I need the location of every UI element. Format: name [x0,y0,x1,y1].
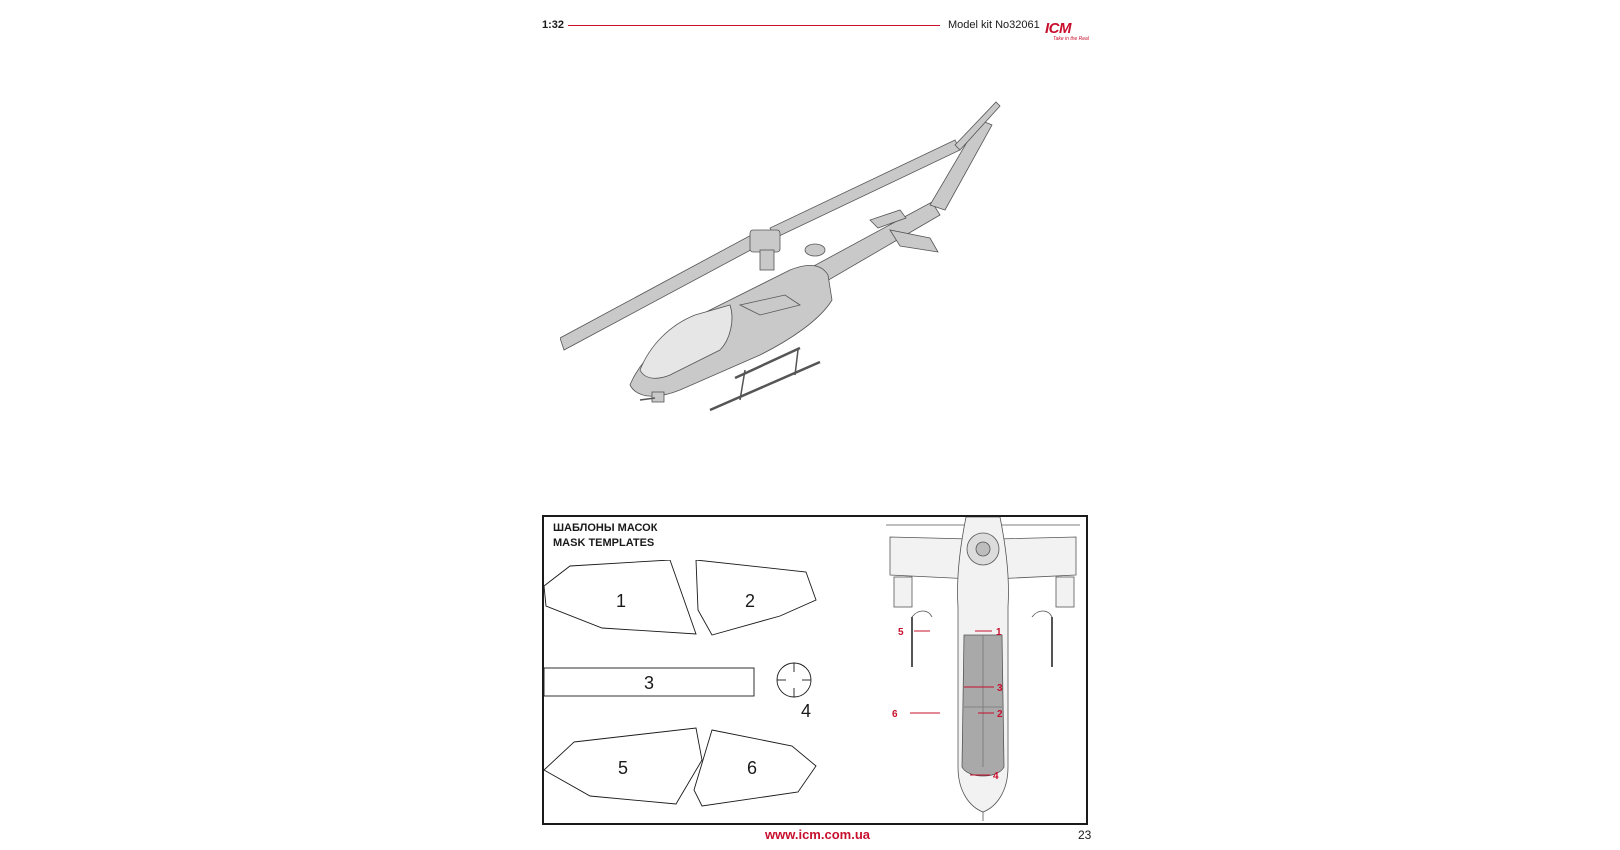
callout-1: 1 [996,627,1002,638]
page-number: 23 [1078,828,1092,842]
mask-templates: 1 2 3 4 5 6 [544,560,817,807]
icm-logo: ICM [1045,20,1072,37]
mask-templates-box [542,515,1088,825]
template-label-3: 3 [644,673,654,693]
callout-5: 5 [898,627,904,638]
mask-template-4 [776,662,812,698]
mask-template-5 [544,727,703,805]
callout-2: 2 [997,709,1003,720]
header-rule [568,25,940,26]
template-label-2: 2 [745,591,755,611]
website-url: www.icm.com.ua [765,827,870,842]
mask-template-3 [544,667,755,697]
template-label-1: 1 [616,591,626,611]
mask-template-6 [693,729,817,807]
kit-number: Model kit No32061 [948,19,1040,31]
callout-3: 3 [997,683,1003,694]
mask-title-ru: ШАБЛОНЫ МАСОК [553,522,658,534]
template-label-4: 4 [801,701,811,721]
mask-template-1 [544,560,697,635]
callout-6: 6 [892,709,898,720]
mask-title-en: MASK TEMPLATES [553,537,655,549]
callout-4: 4 [993,771,999,782]
scale-label: 1:32 [542,19,565,31]
helicopter-top-view: 5 1 3 6 2 4 [886,517,1080,821]
logo-tagline: Take in the Real [1053,36,1089,42]
template-label-6: 6 [747,758,757,778]
helicopter-illustration [560,101,1001,412]
template-label-5: 5 [618,758,628,778]
mask-template-2 [695,560,817,636]
